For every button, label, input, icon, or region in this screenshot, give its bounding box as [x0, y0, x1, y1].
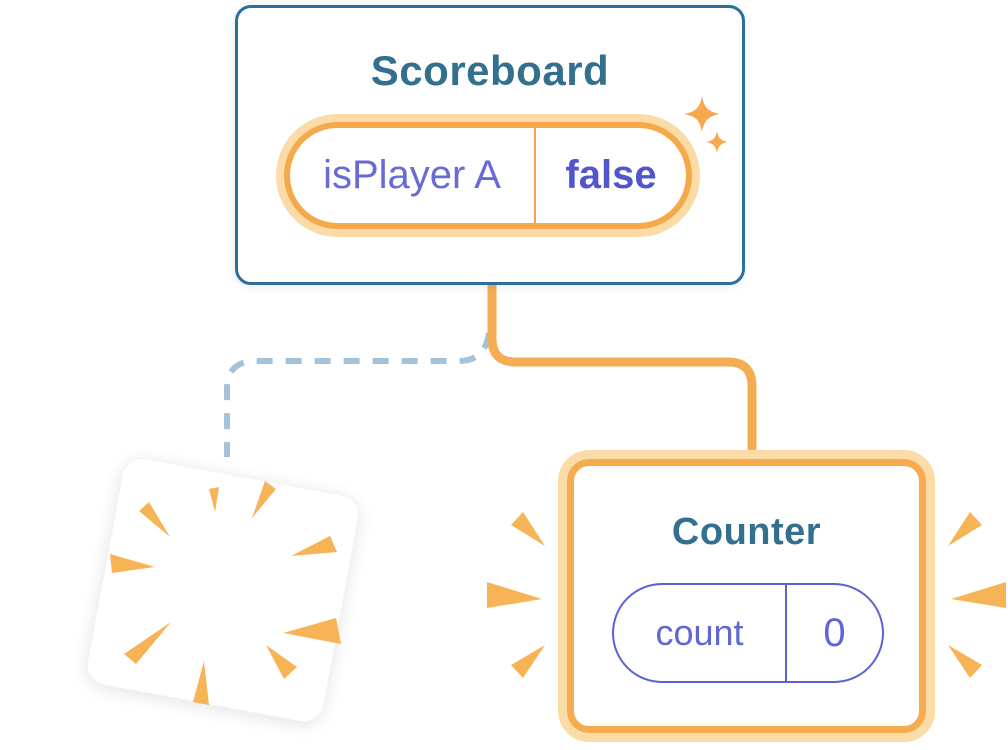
connector-active-counter — [487, 281, 757, 458]
pill-divider — [534, 128, 536, 223]
counter-card: Counter count 0 — [567, 459, 926, 733]
counter-title: Counter — [671, 511, 822, 553]
state-value-label: false — [565, 153, 657, 197]
sparkle-large-icon — [684, 96, 720, 132]
state-value-label: 0 — [823, 610, 846, 655]
counter-state-pill: count 0 — [612, 583, 884, 683]
connector-dashed-destroyed — [224, 332, 492, 457]
state-key-label: isPlayer A — [323, 153, 501, 197]
scoreboard-state-pill: isPlayer A false — [284, 122, 692, 229]
emphasis-rays-icon — [487, 512, 1006, 678]
sparkle-icon — [684, 96, 728, 153]
burst-rays-icon — [110, 481, 341, 705]
destroyed-component-card — [86, 457, 360, 723]
scoreboard-title: Scoreboard — [370, 47, 610, 94]
sparkle-small-icon — [706, 131, 728, 153]
pill-divider — [785, 585, 787, 681]
state-key-label: count — [655, 612, 744, 653]
scoreboard-card: Scoreboard isPlayer A false — [235, 5, 745, 285]
